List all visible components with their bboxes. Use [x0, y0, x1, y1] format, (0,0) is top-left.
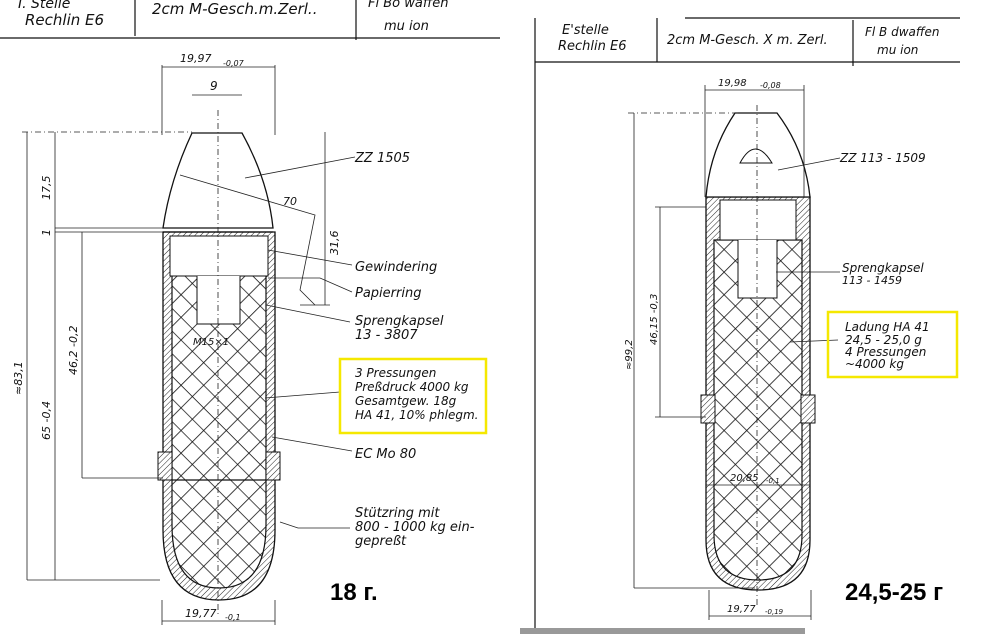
left-office-line2: Rechlin E6 [25, 11, 104, 29]
bottom-scrollbar[interactable] [520, 628, 805, 634]
left-detonator [196, 276, 241, 325]
left-body-label: EC Mo 80 [355, 447, 416, 462]
right-dept-line1: Fl B dwaffen [865, 25, 940, 39]
right-top-diameter: 19,98 [718, 78, 747, 89]
left-charge-label-1: 3 Pressungen [355, 366, 436, 380]
left-body-length-dim: 65 -0,4 [40, 401, 53, 440]
left-fuze-length-dim: 31,6 [328, 231, 341, 256]
right-charge-label-4: ~4000 kg [845, 357, 904, 371]
right-charge-highlight [826, 310, 959, 379]
right-detonator-label-1: Sprengkapsel [842, 261, 924, 275]
right-charge [713, 239, 803, 581]
left-support-label-1: Stützring mit [355, 506, 440, 521]
left-band-l [157, 451, 173, 481]
right-nose-cavity [739, 148, 773, 164]
left-charge-label-2: Preßdruck 4000 kg [355, 380, 469, 394]
right-band-diameter-tol: -0,1 [766, 477, 780, 485]
left-bottom-diameter-tol: -0,1 [225, 613, 241, 622]
right-charge-label-3: 4 Pressungen [845, 345, 926, 359]
right-fuze-label: ZZ 113 - 1509 [839, 151, 926, 165]
left-top-diameter-tol: -0,07 [223, 59, 245, 68]
left-detonator-label-2: 13 - 3807 [355, 328, 418, 343]
left-nose-height-dim: 17,5 [40, 176, 53, 201]
right-detonator-label-2: 113 - 1459 [842, 274, 902, 287]
right-bottom-diameter: 19,77 [727, 604, 756, 615]
left-projectile: 19,97 -0,07 9 70 17,5 1 ≈83,1 65 -0,4 46… [12, 52, 341, 625]
left-nose-tip-dim: 9 [210, 79, 218, 93]
left-charge-label-4: HA 41, 10% phlegm. [355, 408, 479, 422]
left-charge [171, 274, 267, 589]
right-dept-line2: mu ion [877, 43, 918, 57]
right-band-diameter: 20,85 [730, 473, 759, 484]
left-radius-dim: 70 [283, 195, 297, 208]
left-fuze-thread [169, 235, 269, 277]
right-charge-label-2: 24,5 - 25,0 g [845, 333, 922, 347]
right-office-line1: E'stelle [562, 23, 609, 38]
left-charge-length-dim: 46,2 -0,2 [67, 326, 80, 375]
right-title: 2cm M-Gesch. X m. Zerl. [667, 33, 828, 48]
left-charge-label-3: Gesamtgew. 18g [355, 394, 457, 408]
left-dept-line2: mu ion [384, 19, 429, 34]
left-charge-highlight [338, 357, 488, 435]
left-detonator-label-1: Sprengkapsel [355, 314, 444, 329]
left-thread-dim: M15×1 [193, 337, 229, 348]
left-bottom-diameter: 19,77 [185, 607, 217, 620]
left-support-label-3: gepreßt [355, 534, 407, 549]
right-top-diameter-tol: -0,08 [760, 81, 781, 90]
left-dept-line1: Fl Bo waffen [368, 0, 448, 11]
left-band-r [265, 451, 281, 481]
left-support-label-2: 800 - 1000 kg ein- [355, 520, 475, 535]
right-charge-length-dim: 46,15 -0,3 [649, 294, 660, 345]
right-detonator [737, 240, 778, 299]
left-labels: ZZ 1505 Gewindering Papierring Sprengkap… [244, 151, 488, 606]
left-fuze-label: ZZ 1505 [354, 151, 410, 166]
right-overall-dim: ≈99,2 [624, 339, 635, 370]
left-title: 2cm M-Gesch.m.Zerl.. [152, 0, 317, 18]
left-title-block: I. Stelle Rechlin E6 2cm M-Gesch.m.Zerl.… [0, 0, 500, 40]
right-projectile: 19,98 -0,08 ≈99,2 46,15 -0,3 20,85 -0,1 … [624, 78, 816, 620]
right-title-block: E'stelle Rechlin E6 2cm M-Gesch. X m. Ze… [534, 17, 960, 634]
left-ring1-label: Gewindering [355, 260, 437, 275]
right-bottom-diameter-tol: -0,19 [765, 608, 784, 616]
left-overall-dim: ≈83,1 [12, 361, 25, 395]
right-caption: 24,5-25 г [845, 579, 943, 606]
left-ring2-label: Papierring [355, 286, 421, 301]
right-office-line2: Rechlin E6 [558, 39, 627, 54]
left-caption: 18 г. [330, 579, 378, 606]
left-top-diameter: 19,97 [180, 52, 212, 65]
right-labels: ZZ 113 - 1509 Sprengkapsel 113 - 1459 La… [776, 151, 959, 606]
left-gap-dim: 1 [40, 229, 53, 236]
right-charge-label-1: Ladung HA 41 [845, 320, 930, 334]
left-office-line1: I. Stelle [18, 0, 70, 12]
